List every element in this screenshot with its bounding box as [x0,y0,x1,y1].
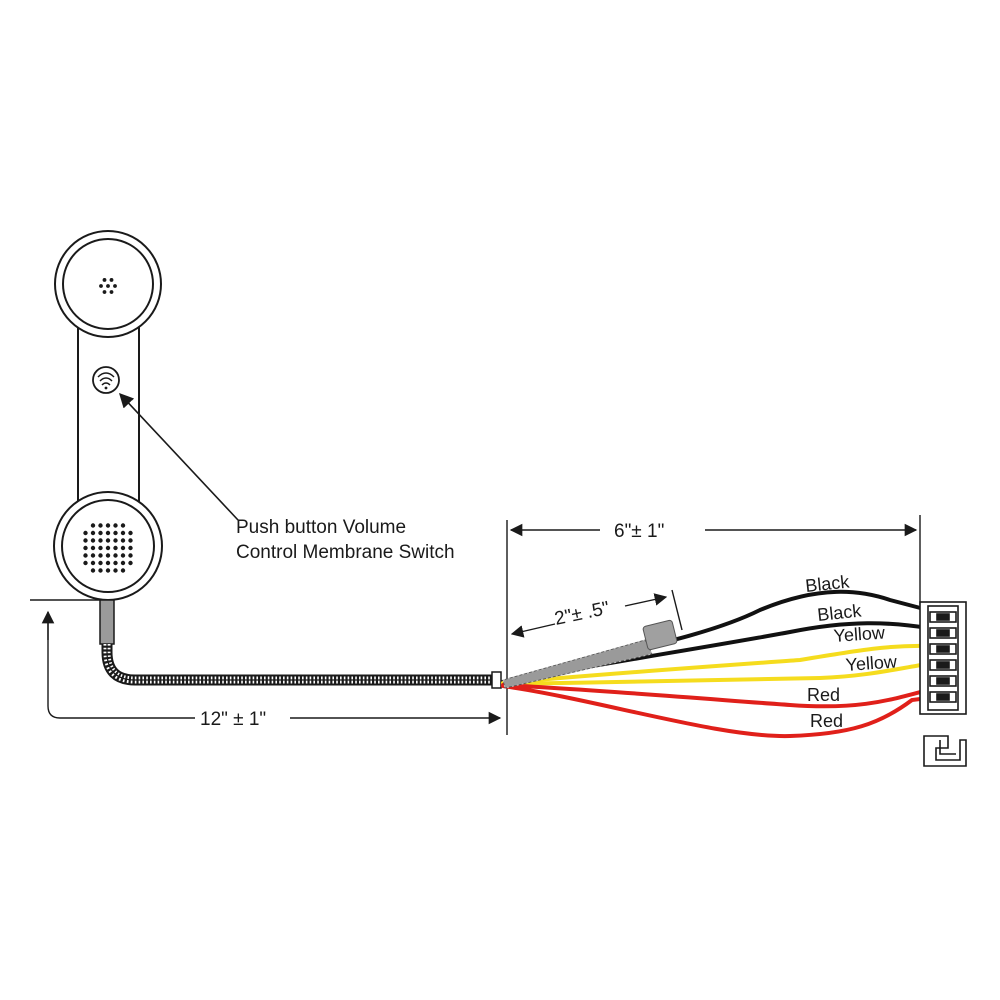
earpiece-holes [99,278,117,294]
hole [98,553,103,558]
wire-label-black-1: Black [804,571,851,596]
wire-label-black-2: Black [816,600,863,625]
wire-length-dimension [509,515,921,605]
hole [99,284,103,288]
connector-pin [936,661,950,669]
hole [113,538,118,543]
hole [83,545,88,551]
wire-length-label: 6"± 1" [614,521,664,542]
heat-shrink-sleeve [502,619,678,689]
hole [128,553,133,558]
hole [98,568,103,573]
connector-pin [936,645,950,653]
armored-cord [101,644,496,686]
hole [113,553,118,558]
wire-label-yellow-1: Yellow [833,622,887,646]
wifi-signal-icon [92,366,120,394]
hole [90,523,96,528]
hole [105,523,111,528]
strain-relief [99,599,115,645]
hole [83,530,88,536]
hole [98,545,103,551]
hole [113,530,118,536]
cord-ferrule [491,671,502,689]
callout-line-1: Push button Volume [236,517,406,538]
hole [128,545,133,551]
hole [98,523,103,528]
hole [128,560,133,566]
hole [102,290,107,294]
hole [90,560,96,566]
hole [120,523,126,528]
earpiece [54,230,162,338]
hole [105,545,111,551]
hole [90,553,96,558]
callout-leader [119,392,239,521]
connector-pin [936,693,950,701]
hole [98,538,103,543]
wire-red-1 [501,683,930,709]
hole [120,545,126,551]
hole [105,538,111,543]
hole [90,538,96,543]
hole [83,560,88,566]
cord-length-label: 12" ± 1" [200,709,266,730]
hole [105,568,111,573]
hole [83,538,88,543]
hole [105,560,111,566]
connector-latch-icon [923,735,967,767]
wire-red-2 [501,684,930,739]
hole [98,560,103,566]
wire-label-yellow-2: Yellow [845,651,899,675]
hole [128,538,133,543]
hole [90,530,96,536]
hole [98,530,103,536]
hole [90,568,96,573]
hole [83,553,88,558]
hole [120,560,126,566]
cord-length-dimension [30,520,508,735]
hole [120,568,126,573]
hole [90,545,96,551]
hole [102,278,107,282]
wire-yellow-1 [501,643,930,685]
hole [113,284,117,288]
connector-pin [936,613,950,621]
hole [105,530,111,536]
hole [120,530,126,536]
hole [113,523,118,528]
mouthpiece-holes [83,523,133,573]
hole [105,553,111,558]
connector-pin [936,629,950,637]
hole [106,284,110,288]
connector-icon [919,601,967,715]
hole [109,278,114,282]
hole [109,290,114,294]
wire-label-red-1: Red [807,685,840,705]
callout-line-2: Control Membrane Switch [236,542,455,563]
hole [113,568,118,573]
hole [128,530,133,536]
wire-label-red-2: Red [810,711,843,731]
hole [120,538,126,543]
hole [120,553,126,558]
wire-yellow-2 [501,662,930,686]
sleeve-length-label: 2"± .5" [553,598,612,630]
connector-pin [936,677,950,685]
hole [113,545,118,551]
hole [113,560,118,566]
sleeve-length-dimension [510,589,683,638]
